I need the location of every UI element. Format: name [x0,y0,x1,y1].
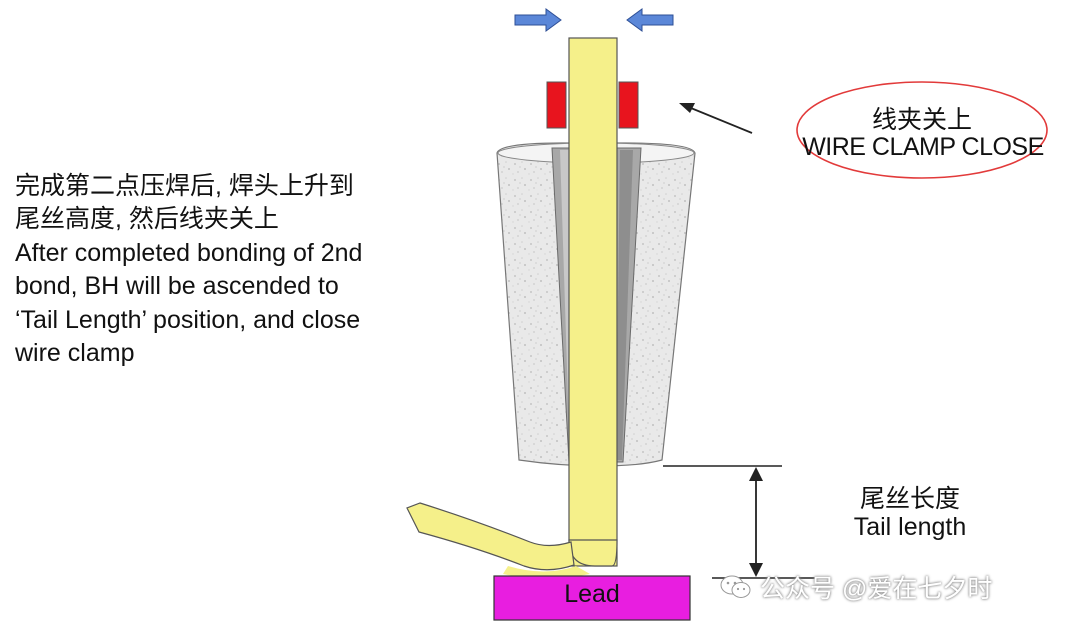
callout-ellipse [796,81,1048,179]
tail-length-en: Tail length [853,513,967,541]
lead-label: Lead [564,580,620,608]
wechat-icon [720,574,752,607]
tail-length-dimension [663,465,830,579]
watermark-text: 公众号 @爱在七夕时 [760,575,993,603]
watermark: 公众号 @爱在七夕时 [720,569,992,607]
clamp-close-arrow-right [514,8,562,32]
clamp-pointer-line [685,105,753,134]
description-line: After completed bonding of 2nd [15,239,363,267]
wire-stitch-tail [406,502,575,571]
description-line: wire clamp [15,339,135,367]
clamp-callout-en: WIRE CLAMP CLOSE [802,133,1044,161]
description-line: 完成第二点压焊后, 焊头上升到 [15,172,354,200]
description-line: 尾丝高度, 然后线夹关上 [15,205,279,233]
clamp-callout-cn: 线夹关上 [871,106,972,134]
description-line: bond, BH will be ascended to [15,272,339,300]
clamp-pointer-arrowhead [679,103,695,113]
wire-clamp-left [546,81,567,129]
clamp-close-arrow-left [626,8,674,32]
tail-length-cn: 尾丝长度 [859,485,960,513]
lead-pad [493,575,691,621]
wire-clamp-right [618,81,639,129]
bond-wire [406,37,618,579]
wire-vertical [568,37,618,567]
description-line: ‘Tail Length’ position, and close [15,306,361,334]
wire-clamp [546,81,639,129]
